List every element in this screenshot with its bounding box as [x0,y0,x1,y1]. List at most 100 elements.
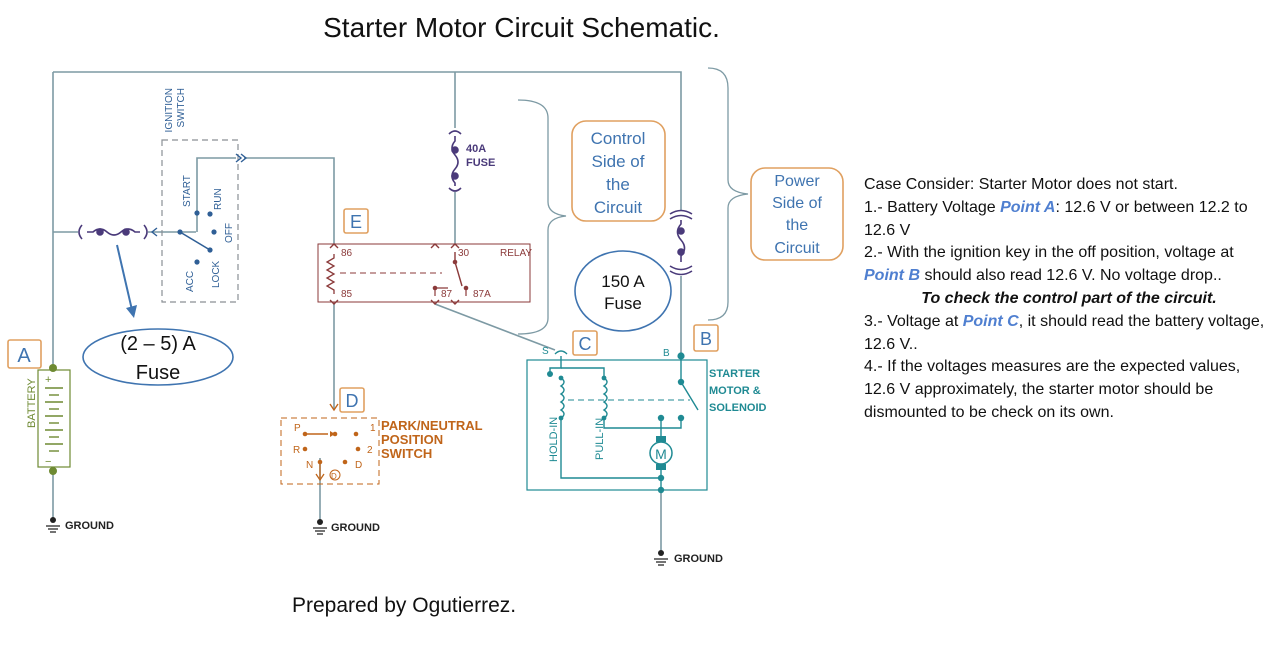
notes-step-1-tail: : 12.6 V or between 12.2 to 12.6 V [864,198,1248,239]
control-side-line4: Circuit [594,198,642,217]
notes-step-1: 1.- Battery Voltage Point A: 12.6 V or b… [864,197,1274,243]
page-title: Starter Motor Circuit Schematic. [323,12,720,43]
point-a-ref: Point A [1000,198,1056,216]
point-c-ref: Point C [962,312,1019,330]
relay-pin-86: 86 [341,248,353,259]
park-d-label: D [355,460,362,471]
park-d-circled: D [331,472,337,481]
park-p-label: P [294,423,301,434]
power-side-box [750,167,844,261]
battery-minus: − [45,456,51,468]
relay-pin-87: 87 [441,289,453,300]
control-side-line3: the [606,175,630,194]
case-notes: Case Consider: Starter Motor does not st… [864,174,1274,425]
lock-label: LOCK [211,260,222,288]
park-2-label: 2 [367,445,373,456]
terminal-b: B [663,348,670,359]
fuse-150a-callout [574,250,672,332]
fuse-40a-icon [448,130,462,192]
starter-label-3: SOLENOID [709,402,767,414]
motor-label: M [655,446,667,462]
credit-line: Prepared by Ogutierrez. [292,594,517,617]
ground-icon-battery [46,517,60,533]
notes-step-2: 2.- With the ignition key in the off pos… [864,242,1274,288]
control-side-line2: Side of [592,152,645,171]
point-d-label: D [346,391,359,411]
run-label: RUN [213,188,224,210]
power-side-line2: Side of [772,195,822,212]
power-side-line1: Power [774,173,820,190]
point-b-ref: Point B [864,267,920,285]
off-label: OFF [224,223,235,243]
small-fuse-icon [78,224,148,240]
notes-step-3-text: 3.- Voltage at [864,312,963,330]
relay-pin-85: 85 [341,289,353,300]
small-fuse-callout-line1: (2 – 5) A [120,333,196,355]
notes-heading: To check the control part of the circuit… [921,289,1217,307]
control-side-line1: Control [591,129,646,148]
fuse-pointer-arrow [116,244,133,311]
ground-icon-park [313,519,327,535]
park-switch-label-2: POSITION [381,432,443,447]
motor-icon [649,441,673,465]
starter-label-1: STARTER [709,368,760,380]
battery-label: BATTERY [26,378,38,428]
park-switch-label-3: SWITCH [381,446,432,461]
notes-step-4: 4.- If the voltages measures are the exp… [864,358,1241,421]
hold-in-label: HOLD-IN [548,417,560,462]
park-neutral-switch: P R N D D 1 2 [280,417,380,485]
relay: 86 85 30 87 87A RELAY [317,243,532,305]
fuse-150a-icon [669,209,693,276]
fuse-150a-line2: Fuse [604,294,642,313]
point-d-box [339,387,365,413]
notes-step-2-text: 2.- With the ignition key in the off pos… [864,244,1234,262]
relay-pin-87a: 87A [473,289,491,300]
notes-step-2-tail: should also read 12.6 V. No voltage drop… [920,267,1222,285]
relay-label: RELAY [500,248,532,259]
ground-label-park: GROUND [331,522,380,534]
terminal-s: S [542,346,549,357]
start-label: START [182,175,193,207]
fuse-40a-label-1: 40A [466,143,486,155]
point-a-box [7,339,42,369]
ignition-switch: IGNITION SWITCH START RUN OFF LOCK ACC [150,88,248,303]
ground-icon-starter [654,550,668,566]
battery-icon: + − BATTERY [26,364,71,475]
park-r-label: R [293,445,300,456]
point-c-label: C [579,334,592,354]
starter-label-2: MOTOR & [709,385,761,397]
point-e-label: E [350,212,362,232]
small-fuse-callout-line2: Fuse [136,362,180,384]
starter-solenoid: S B M HOLD-IN PULL-IN [526,346,708,494]
notes-step-1-text: 1.- Battery Voltage [864,198,1001,216]
point-c-box [572,330,598,356]
pull-in-label: PULL-IN [594,418,606,460]
notes-line-0: Case Consider: Starter Motor does not st… [864,176,1178,193]
battery-plus: + [45,374,51,386]
park-switch-label-1: PARK/NEUTRAL [381,418,483,433]
point-b-box [693,324,719,352]
power-side-line3: the [786,217,808,234]
notes-step-3-tail: , it should read the battery voltage, 12… [864,312,1265,353]
power-side-bracket [707,67,749,321]
ground-label-battery: GROUND [65,520,114,532]
notes-step-3: 3.- Voltage at Point C, it should read t… [864,311,1274,357]
park-1-label: 1 [370,423,376,434]
control-side-box [571,120,666,222]
point-b-label: B [700,329,712,349]
acc-label: ACC [185,271,196,292]
fuse-150a-line1: 150 A [601,272,645,291]
park-n-label: N [306,460,313,471]
relay-pin-30: 30 [458,248,470,259]
ignition-switch-label-2: SWITCH [176,88,187,127]
point-e-box [343,208,369,234]
ground-label-starter: GROUND [674,553,723,565]
power-side-line4: Circuit [774,240,820,257]
starter-circuit-schematic: IGNITION SWITCH START RUN OFF LOCK ACC (… [7,67,844,566]
small-fuse-callout [82,328,234,386]
fuse-40a-label-2: FUSE [466,157,495,169]
wires [52,71,682,552]
control-side-bracket [517,99,567,335]
point-a-label: A [17,345,31,367]
ignition-switch-label-1: IGNITION [164,88,175,132]
